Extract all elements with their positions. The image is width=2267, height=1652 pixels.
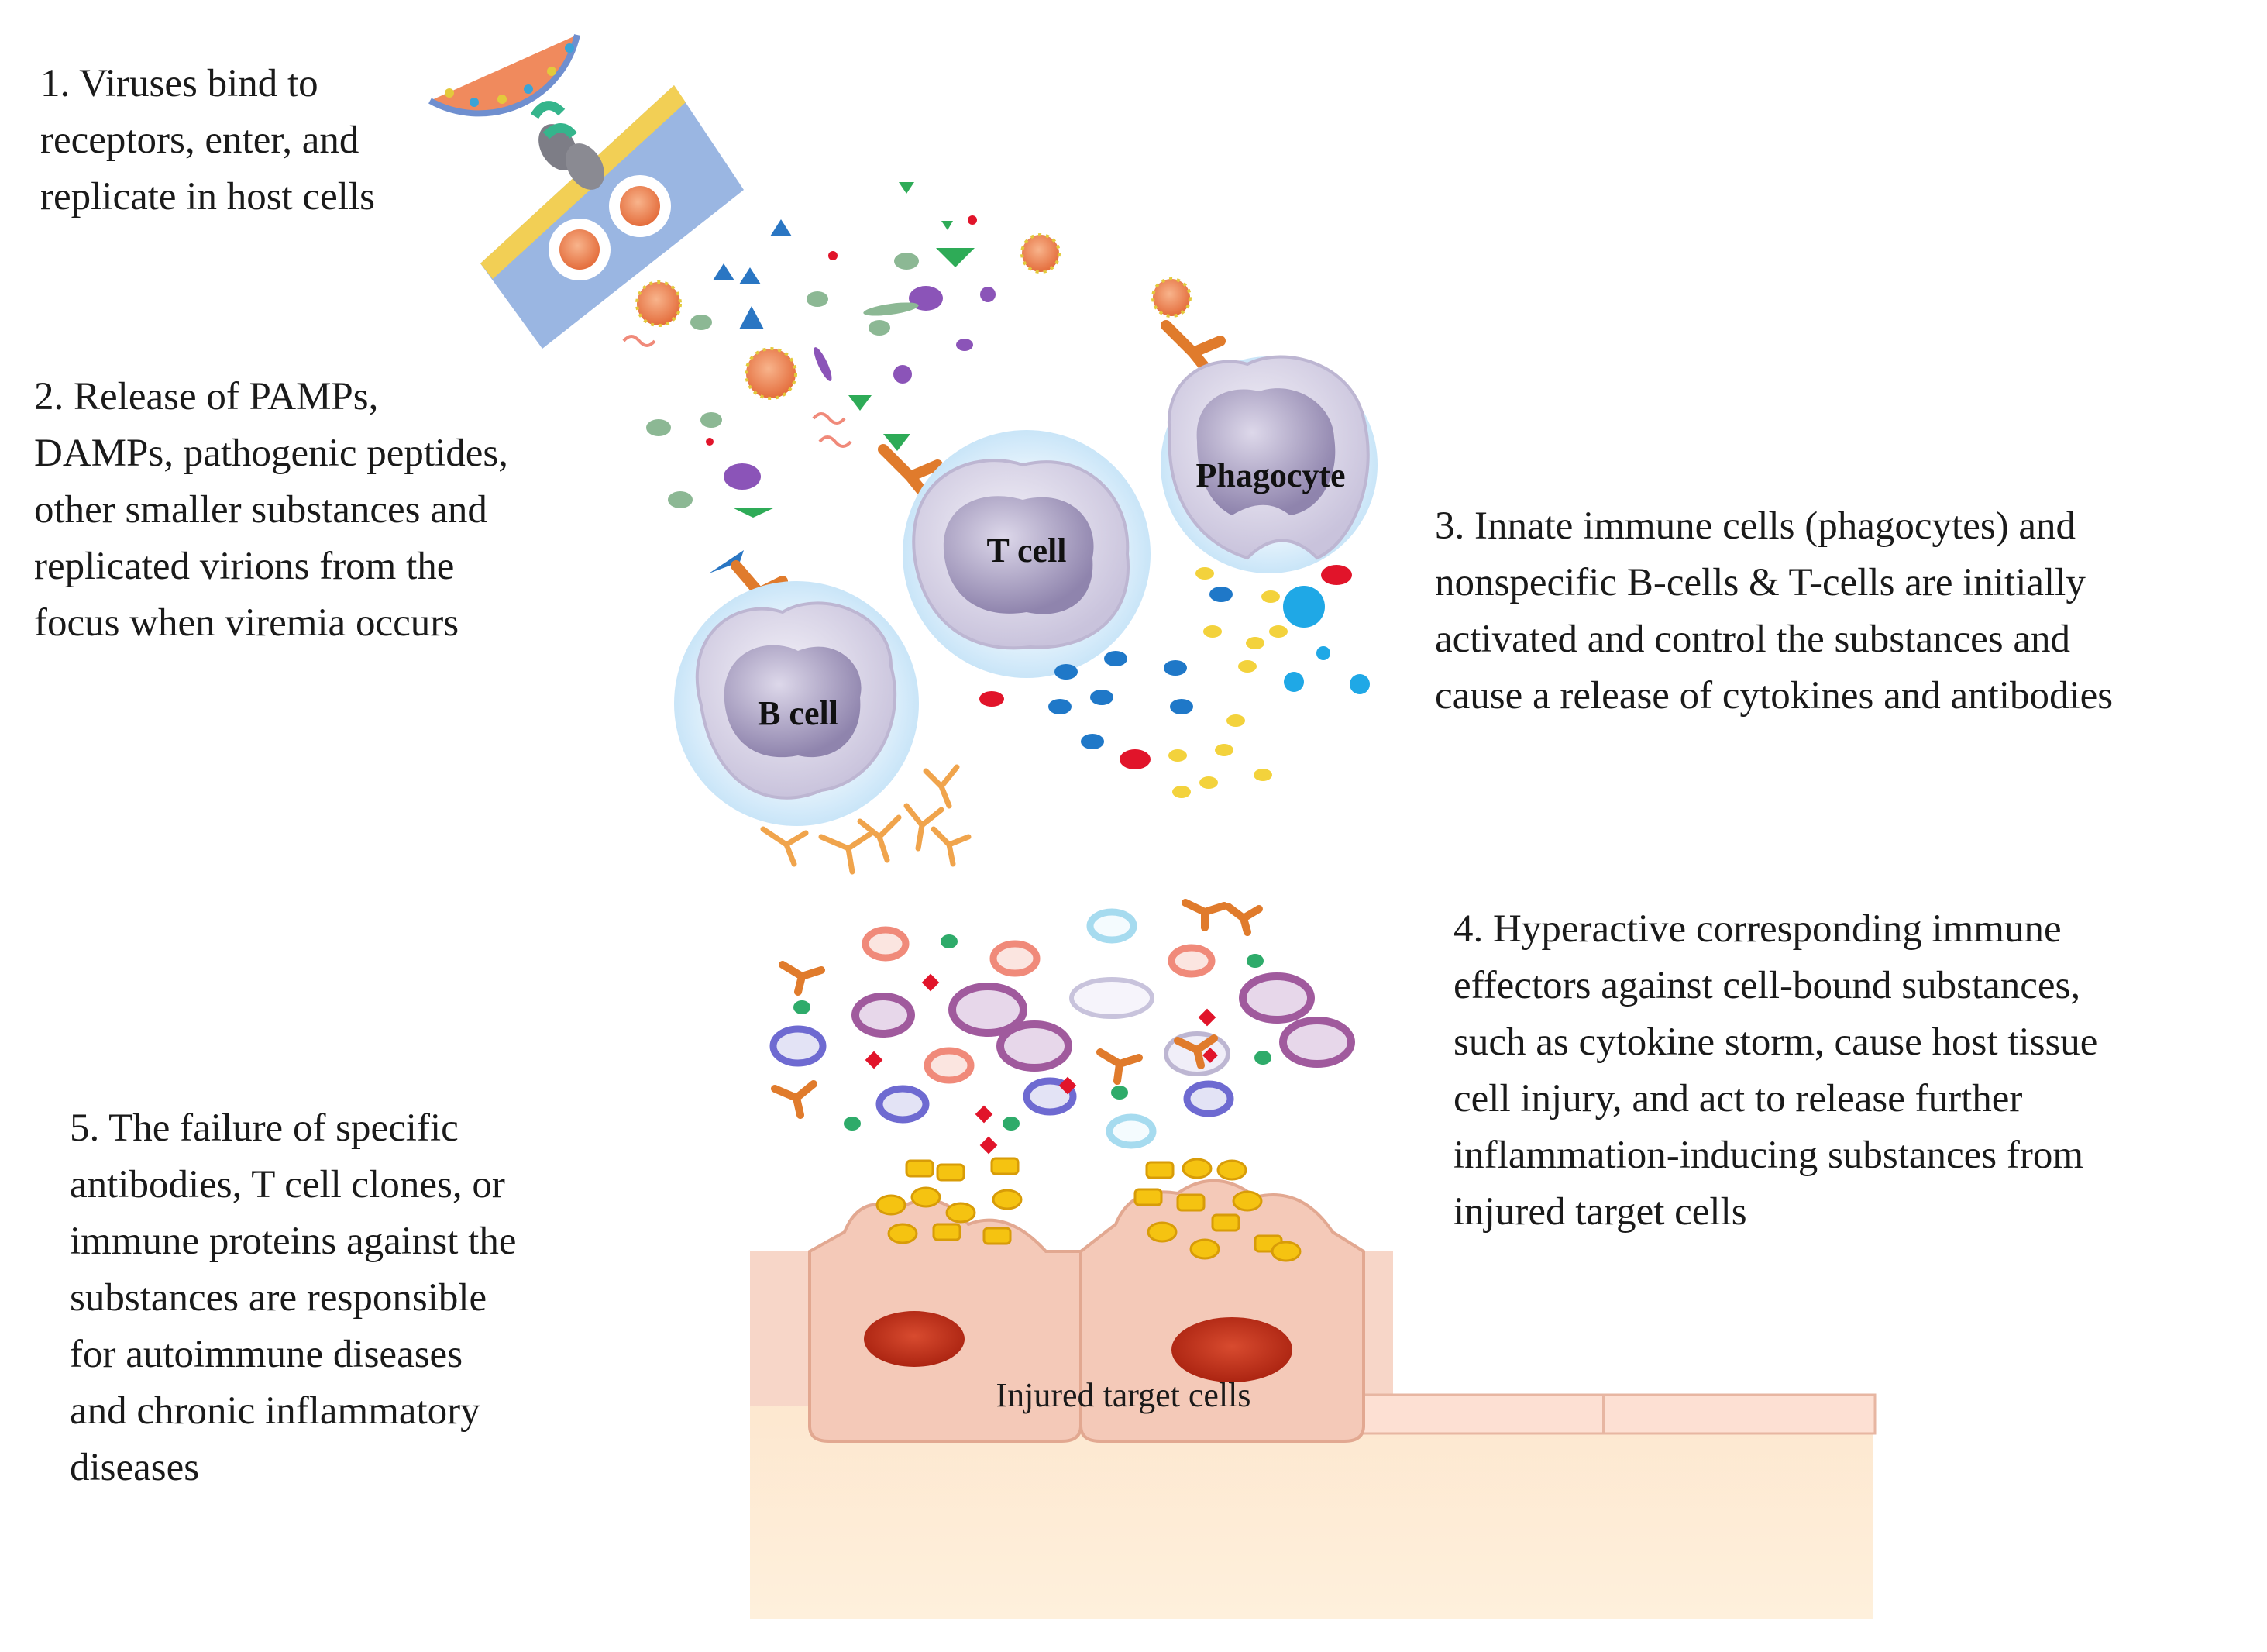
receptor-icon (530, 101, 604, 190)
step-2-text: 2. Release of PAMPs, DAMPs, pathogenic p… (34, 375, 508, 645)
step-4-text: 4. Hyperactive corresponding immune effe… (1453, 907, 2098, 1234)
phagocyte-label: Phagocyte (1195, 456, 1345, 494)
granule-cluster (875, 1157, 1302, 1262)
step-3-text: 3. Innate immune cells (phagocytes) and … (1435, 504, 2114, 718)
pamp-particles (622, 182, 996, 573)
virus-icon (428, 34, 580, 117)
released-antibodies (760, 764, 972, 875)
t-cell-label: T cell (986, 532, 1066, 570)
step-5-text: 5. The failure of specific antibodies, T… (70, 1106, 517, 1489)
phagocyte: Phagocyte (1161, 355, 1378, 573)
t-cell: T cell (903, 430, 1151, 678)
step-1-text: 1. Viruses bind to receptors, enter, and… (40, 62, 375, 219)
b-cell-label: B cell (758, 694, 838, 732)
cytokine-dot-icon (979, 565, 1370, 798)
b-cell: B cell (674, 581, 919, 826)
virion-in-cell (549, 175, 671, 280)
effector-cells (769, 908, 1355, 1155)
tissue-layer: Injured target cells (750, 1179, 1877, 1619)
released-virions (635, 233, 1192, 400)
tissue-label: Injured target cells (996, 1376, 1250, 1414)
effector-antibodies (771, 899, 1263, 1119)
